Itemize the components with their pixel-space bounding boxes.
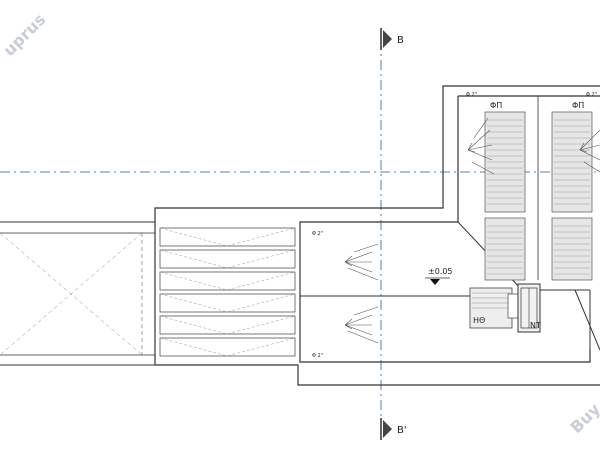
level-mark	[425, 277, 450, 285]
pump-label-right: ΝΤ	[530, 321, 541, 330]
section-marker-bottom	[380, 418, 392, 440]
vent-label-tl: Φ 2"	[466, 92, 477, 98]
pump-label-left: ΗΘ	[473, 316, 485, 325]
building-outline	[154, 85, 600, 386]
section-label-top: B	[397, 35, 404, 46]
airflow-arrows	[344, 117, 600, 344]
vent-label-bl: Φ 2"	[312, 353, 323, 359]
pump-left	[469, 287, 521, 329]
filter-label-right: ΦΠ	[572, 101, 584, 110]
stair-treads	[159, 227, 296, 357]
vent-label-tr: Φ 2"	[586, 92, 597, 98]
left-corridor	[0, 221, 155, 366]
watermark-bottom-right: Buy	[567, 399, 600, 437]
level-label: ±0.05	[428, 267, 453, 276]
watermark-top-left: uprus	[0, 10, 49, 60]
pump-right	[517, 283, 541, 333]
filter-unit-right	[551, 111, 593, 281]
filter-unit-left	[484, 111, 526, 281]
section-label-bottom: B'	[397, 425, 407, 436]
filter-label-left: ΦΠ	[490, 101, 502, 110]
section-marker-top	[380, 28, 392, 50]
vent-label-ml: Φ 2"	[312, 231, 323, 237]
